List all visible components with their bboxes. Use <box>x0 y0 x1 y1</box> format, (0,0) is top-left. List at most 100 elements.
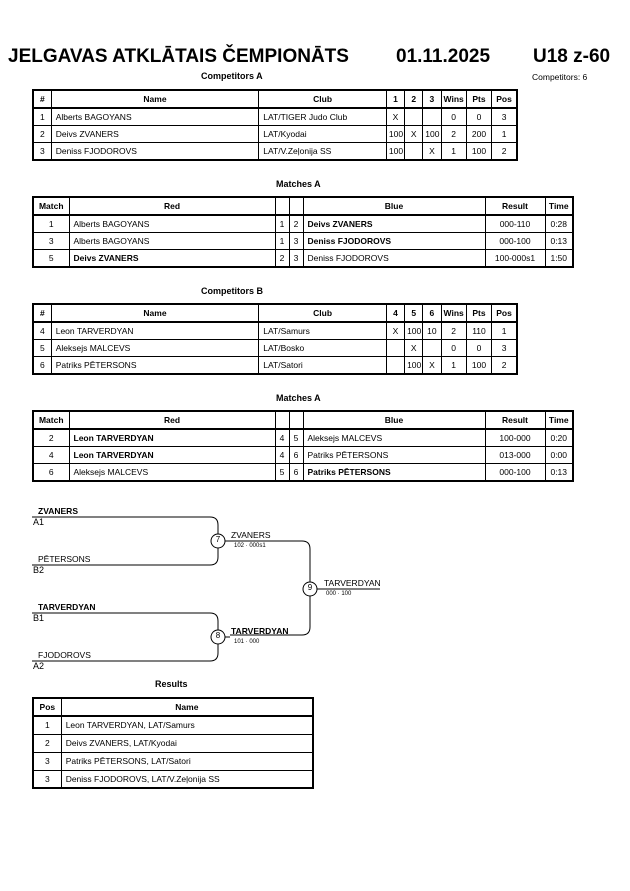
matches-a-header: Match Red Blue Result Time <box>32 196 574 216</box>
cell-red: Deivs ZVANERS <box>68 249 276 268</box>
matches-a-table: Match Red Blue Result Time 1 Alberts BAG… <box>32 196 574 268</box>
cell-points: 200 <box>465 125 493 143</box>
table-row: 5 Aleksejs MALCEVS LAT/Bosko X 0 0 3 <box>32 339 518 357</box>
col-header: Name <box>60 697 314 717</box>
match8-winner: TARVERDYAN <box>231 626 289 636</box>
cell-name: Deniss FJODOROVS <box>50 142 260 161</box>
event-date: 01.11.2025 <box>396 46 491 67</box>
cell-red: Leon TARVERDYAN <box>68 446 276 464</box>
col-header: Name <box>50 89 260 109</box>
cell-red-number: 4 <box>274 446 290 464</box>
cell-position: 2 <box>491 142 518 161</box>
cell-result: 013-000 <box>484 446 546 464</box>
table-row: 6 Aleksejs MALCEVS 5 6 Patriks PĒTERSONS… <box>32 463 574 482</box>
match9-winner: TARVERDYAN <box>324 578 381 588</box>
competitors-b-header: # Name Club 4 5 6 Wins Pts Pos <box>32 303 518 323</box>
cell-position: 3 <box>32 769 62 789</box>
cell-position: 1 <box>32 715 62 735</box>
cell-number: 3 <box>32 142 52 161</box>
col-header: Pos <box>491 303 518 323</box>
page-title-row: JELGAVAS ATKLĀTAIS ČEMPIONĀTS 01.11.2025… <box>8 46 610 68</box>
match7-circle <box>210 533 226 549</box>
matches-b-title: Matches A <box>276 393 321 403</box>
cell-time: 1:50 <box>544 249 574 268</box>
cell-position: 3 <box>32 751 62 771</box>
match7-number: 7 <box>215 535 221 544</box>
table-row: 6 Patriks PĒTERSONS LAT/Satori 100 X 1 1… <box>32 356 518 375</box>
col-header: Club <box>258 89 387 109</box>
bracket-slot-b1-label: B1 <box>33 613 45 623</box>
bracket-slot-b2-label: B2 <box>33 565 45 575</box>
match7-score: 102 · 000s1 <box>234 543 266 549</box>
weight-category: U18 z-60 <box>533 46 611 67</box>
cell-name: Patriks PĒTERSONS <box>50 356 260 375</box>
cell-match-number: 6 <box>32 463 70 482</box>
match8-score: 101 · 000 <box>234 639 260 645</box>
bracket-slot-b2-name: PĒTERSONS <box>38 554 91 564</box>
table-row: 5 Deivs ZVANERS 2 3 Deniss FJODOROVS 100… <box>32 249 574 268</box>
matches-a-title: Matches A <box>276 179 321 189</box>
col-header: Wins <box>440 303 467 323</box>
cell-position: 2 <box>491 356 518 375</box>
competitors-a-title: Competitors A <box>201 71 263 81</box>
cell-name: Aleksejs MALCEVS <box>50 339 260 357</box>
cell-points: 100 <box>465 356 493 375</box>
match9-number: 9 <box>307 583 313 592</box>
match8-circle <box>210 629 226 645</box>
col-header: # <box>32 303 52 323</box>
col-header: Pos <box>491 89 518 109</box>
bracket-slot-a1-label: A1 <box>33 517 45 527</box>
table-row: 4 Leon TARVERDYAN 4 6 Patriks PĒTERSONS … <box>32 446 574 464</box>
cell-time: 0:00 <box>544 446 574 464</box>
cell-club: LAT/V.Zeļonija SS <box>258 142 387 161</box>
cell-blue-number: 3 <box>288 249 304 268</box>
cell-score: X <box>404 125 424 143</box>
cell-number: 6 <box>32 356 52 375</box>
bracket-slot-a2-name: FJODOROVS <box>38 650 91 660</box>
cell-name: Patriks PĒTERSONS, LAT/Satori <box>60 751 314 771</box>
col-header: Name <box>50 303 260 323</box>
competitors-a-header: # Name Club 1 2 3 Wins Pts Pos <box>32 89 518 109</box>
col-header: Time <box>544 196 574 216</box>
bracket-slot-b1-name: TARVERDYAN <box>38 602 96 612</box>
cell-number: 5 <box>32 339 52 357</box>
table-row: 2 Deivs ZVANERS LAT/Kyodai 100 X 100 2 2… <box>32 125 518 143</box>
cell-name: Deniss FJODOROVS, LAT/V.Zeļonija SS <box>60 769 314 789</box>
cell-position: 3 <box>491 339 518 357</box>
results-table: Pos Name 1 Leon TARVERDYAN, LAT/Samurs 2… <box>32 697 314 789</box>
table-row: 2 Deivs ZVANERS, LAT/Kyodai <box>32 733 314 753</box>
col-header: 2 <box>404 89 424 109</box>
cell-name: Leon TARVERDYAN, LAT/Samurs <box>60 715 314 735</box>
table-row: 3 Deniss FJODOROVS LAT/V.Zeļonija SS 100… <box>32 142 518 161</box>
cell-wins: 1 <box>440 142 467 161</box>
cell-time: 0:13 <box>544 232 574 250</box>
cell-position: 1 <box>491 321 518 340</box>
table-row: 3 Alberts BAGOYANS 1 3 Deniss FJODOROVS … <box>32 232 574 250</box>
cell-score: 100 <box>385 142 406 161</box>
col-header: Pos <box>32 697 62 717</box>
page-title: JELGAVAS ATKLĀTAIS ČEMPIONĀTS <box>8 46 349 67</box>
bracket-slot-a2-label: A2 <box>33 661 45 671</box>
cell-number: 2 <box>32 125 52 143</box>
cell-position: 2 <box>32 733 62 753</box>
results-title: Results <box>155 679 188 689</box>
results-header: Pos Name <box>32 697 314 717</box>
col-header: Result <box>484 196 546 216</box>
matches-b-header: Match Red Blue Result Time <box>32 410 574 430</box>
match7-winner: ZVANERS <box>231 530 271 540</box>
match9-circle <box>302 581 318 597</box>
bracket-slot-a1-name: ZVANERS <box>38 506 78 516</box>
table-row: 3 Deniss FJODOROVS, LAT/V.Zeļonija SS <box>32 769 314 789</box>
cell-club: LAT/Bosko <box>258 339 387 357</box>
cell-name: Deivs ZVANERS <box>50 125 260 143</box>
table-row: 3 Patriks PĒTERSONS, LAT/Satori <box>32 751 314 771</box>
cell-position: 1 <box>491 125 518 143</box>
competitors-b-table: # Name Club 4 5 6 Wins Pts Pos 4 Leon TA… <box>32 303 518 375</box>
col-header: Time <box>544 410 574 430</box>
competitors-count: Competitors: 6 <box>532 72 588 82</box>
matches-b-table: Match Red Blue Result Time 2 Leon TARVER… <box>32 410 574 482</box>
competitors-b-title: Competitors B <box>201 286 264 296</box>
cell-time: 0:13 <box>544 463 574 482</box>
match8-number: 8 <box>215 631 221 640</box>
